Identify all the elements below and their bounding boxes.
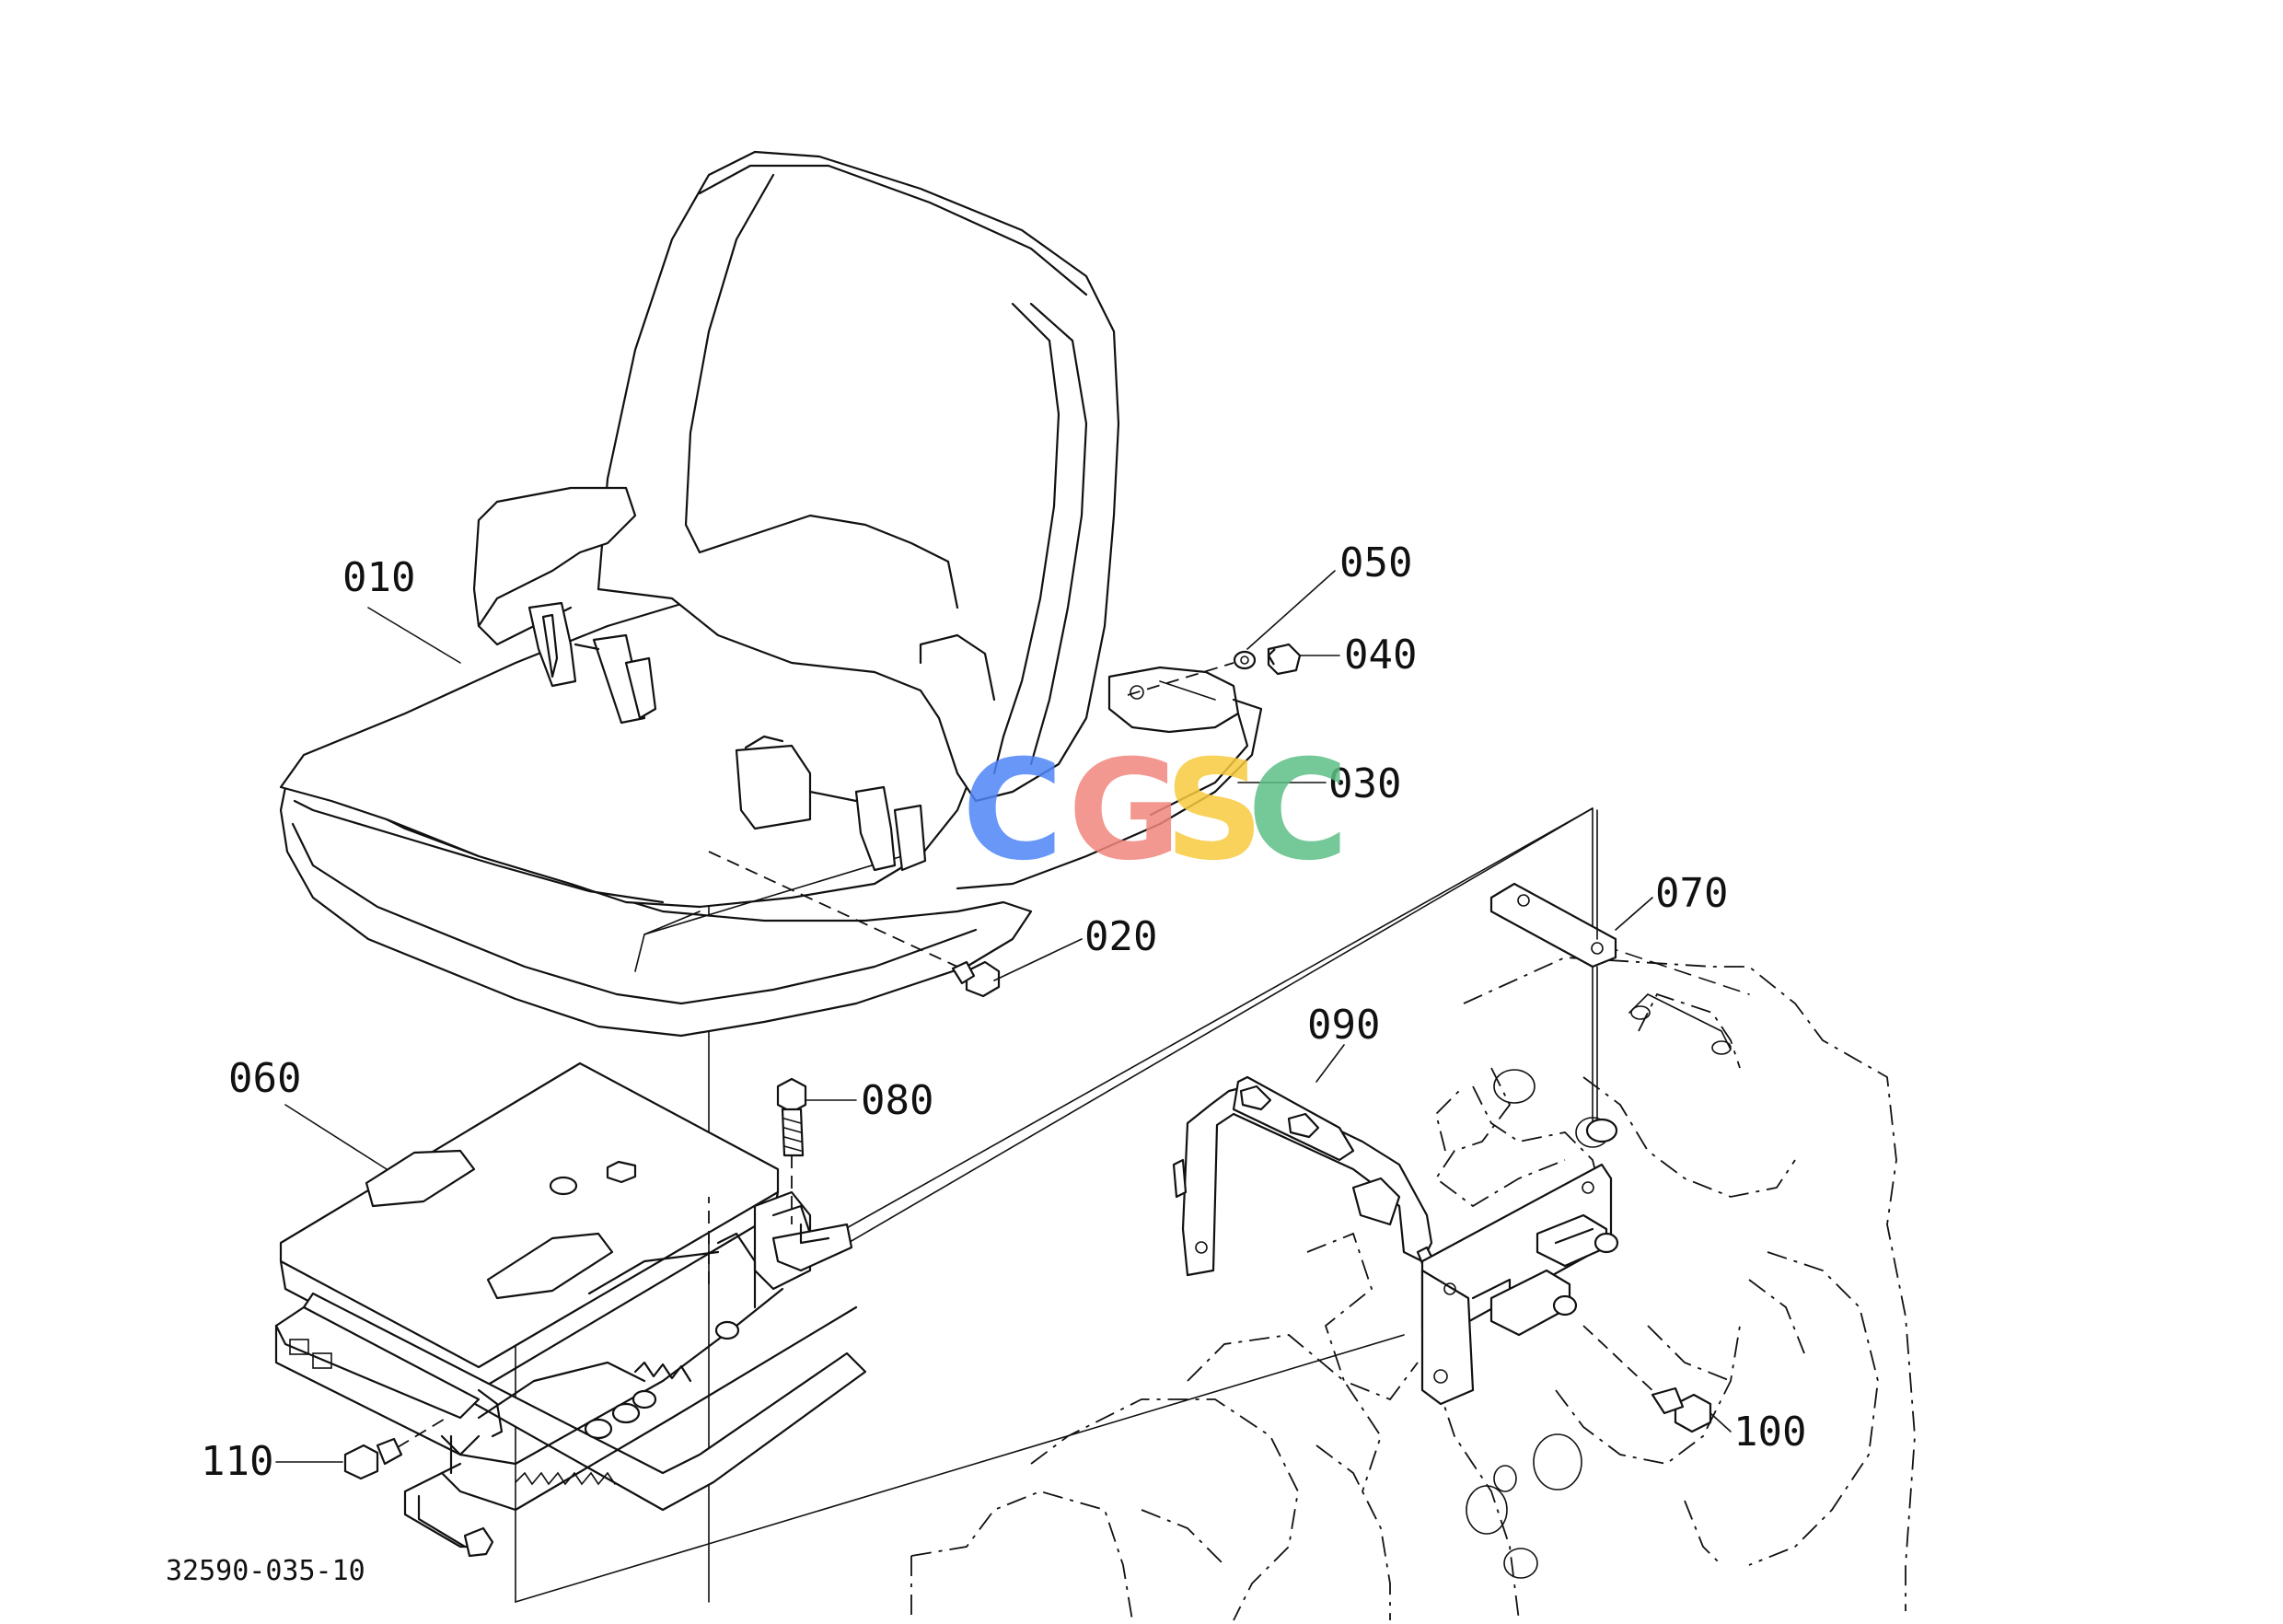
watermark-letter-2: G [1068, 731, 1181, 891]
bolt-040-washer-050 [1127, 643, 1302, 696]
leader-lines [275, 570, 1732, 1463]
callout-labels: 010 020 030 040 050 060 070 080 090 100 … [201, 539, 1806, 1485]
watermark-letter-1: C [962, 731, 1063, 891]
callout-100: 100 [1733, 1409, 1806, 1456]
callout-060: 060 [228, 1055, 301, 1102]
callout-020: 020 [1084, 913, 1157, 960]
callout-070: 070 [1655, 870, 1728, 917]
callout-080: 080 [861, 1077, 933, 1124]
drawing-number: 32590-035-10 [166, 1555, 365, 1587]
watermark-letter-4: C [1247, 731, 1349, 891]
bolt-100 [1582, 1325, 1712, 1433]
bolt-110 [343, 1417, 447, 1480]
seat-suspension-060 [274, 1061, 867, 1558]
callout-030: 030 [1328, 760, 1401, 807]
callout-010: 010 [342, 554, 415, 601]
transmission-housing [910, 920, 1916, 1621]
watermark-letter-3: S [1165, 731, 1264, 891]
seat-belt-030 [527, 601, 1263, 890]
watermark-logo: C G S C [962, 731, 1349, 891]
callout-050: 050 [1339, 539, 1412, 586]
plate-070 [1489, 809, 1618, 1143]
seat-010 [279, 150, 1120, 1038]
callout-110: 110 [201, 1438, 273, 1485]
seat-bracket-090 [1172, 1075, 1619, 1406]
bolt-020 [708, 851, 1001, 998]
bolt-080 [776, 1077, 807, 1224]
callout-090: 090 [1307, 1002, 1380, 1049]
callout-040: 040 [1344, 632, 1417, 679]
